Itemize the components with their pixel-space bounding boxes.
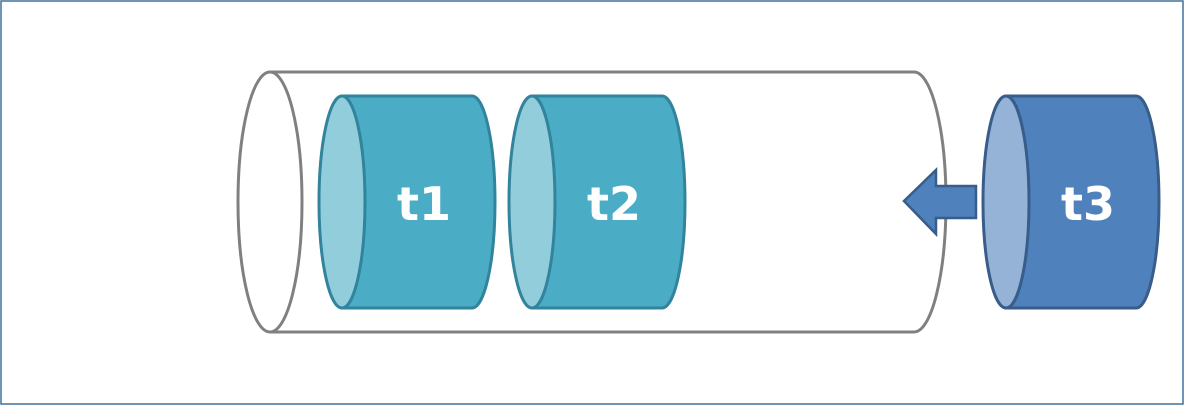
queued-item-t1-face-outline (317, 94, 367, 310)
queued-item-t1-face (319, 96, 365, 308)
queued-item-t1-label: t1 (397, 177, 451, 231)
queued-item-t1-outline (340, 94, 497, 310)
queued-item-t2-face-outline (507, 94, 557, 310)
incoming-item-t3-body (1006, 96, 1159, 308)
enqueue-arrow-outline (902, 167, 978, 238)
incoming-item-t3-face (983, 96, 1029, 308)
queued-item-t2-body (532, 96, 685, 308)
enqueue-arrow-icon (904, 170, 976, 234)
queued-item-t2-outline (530, 94, 687, 310)
incoming-item-t3-outline (1004, 94, 1161, 310)
incoming-item-t3-label: t3 (1061, 177, 1115, 231)
queued-item-t1: t1 (317, 94, 497, 310)
queue-tube-opening (236, 70, 304, 334)
incoming-item-t3: t3 (981, 94, 1161, 310)
queued-item-t2-label: t2 (587, 177, 641, 231)
queued-item-t2: t2 (507, 94, 687, 310)
incoming-item-t3-face-outline (981, 94, 1031, 310)
queued-item-t2-face (509, 96, 555, 308)
queued-item-t1-body (342, 96, 495, 308)
